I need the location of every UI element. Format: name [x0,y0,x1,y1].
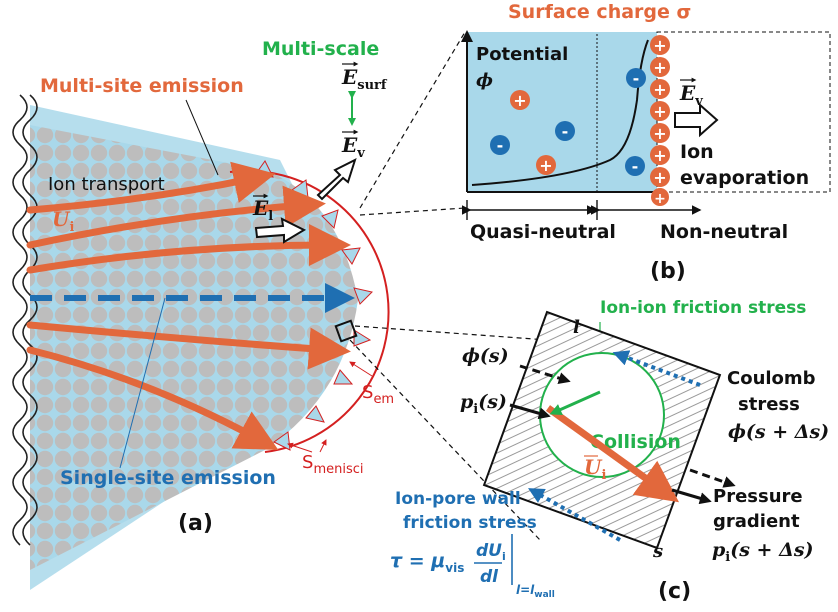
s-menisci-leader-2 [287,442,313,453]
svg-text:-: - [633,69,640,88]
wall-friction-label-1: Ion-pore wall [395,489,521,509]
svg-text:+: + [653,124,666,143]
phi-ds-arrow [689,468,736,488]
coulomb-label: Coulomb [727,368,816,389]
svg-text:-: - [562,122,569,141]
svg-text:+: + [653,58,666,77]
svg-text:dl: dl [480,567,499,587]
stress-label: stress [738,394,800,415]
panel-b: Surface charge σ Potential ϕ + - - + - - [461,1,831,284]
phi-s-label: ϕ(s) [462,345,509,367]
friction-green-arrow [549,390,601,416]
b-e-v-label: Ev [679,81,703,109]
pressure-label: Pressure [713,486,803,507]
non-neutral-label: Non-neutral [660,221,788,243]
single-site-emission-label: Single-site emission [60,467,276,489]
svg-text:dUi: dUi [476,541,506,563]
meniscus-outline [229,169,390,453]
svg-text:+: + [654,191,666,207]
phi-label: ϕ [476,70,493,91]
p-s-label: pi(s) [460,391,507,417]
u-i-label: Ui [52,207,74,235]
quasi-neutral-label: Quasi-neutral [470,221,616,243]
p-s-arrow [509,403,551,420]
s-em-label: Sem [362,382,394,407]
b-hollow-arrow [674,102,719,138]
svg-text:-: - [497,136,504,155]
multi-scale-label: Multi-scale [262,38,379,60]
e-surf-label: Esurf [341,65,388,93]
evaporation-label: evaporation [680,167,809,189]
ion-label: Ion [680,141,714,163]
s-menisci-label: Smenisci [302,452,363,477]
phi-ds-label: ϕ(s + Δs) [728,421,829,443]
wall-friction-bottom [528,488,621,542]
svg-text:+: + [513,91,526,110]
panel-b-label: (b) [650,259,686,284]
axis-l-label: l [573,317,580,338]
svg-text:τ = μvis: τ = μvis [390,550,464,575]
multi-site-emission-label: Multi-site emission [40,75,244,97]
axis-s-label: s [652,541,663,562]
multi-site-leader [185,99,219,176]
zoom-box-c [334,319,358,343]
bulk-ions: + - - + - - [490,68,646,176]
panel-a: Multi-site emission Multi-scale Ion tran… [12,38,394,590]
wavy-edge-2 [22,94,38,546]
wall-friction-top [612,350,701,387]
svg-text:+: + [653,146,666,165]
panel-a-label: (a) [178,511,213,536]
svg-text:+: + [653,80,666,99]
panel-c-label: (c) [658,579,691,604]
gradient-label: gradient [713,511,800,532]
s-menisci-leader-1 [319,439,327,453]
ion-ion-friction-label: Ion-ion friction stress [600,298,806,318]
surface-charges: + + + + + + + + [650,35,670,207]
s-em-leader [349,361,373,377]
e-l-hollow-arrow [254,217,307,244]
single-site-leader [119,297,166,469]
wavy-edge [12,94,28,546]
collision-label: Collision [590,431,681,453]
phi-s-arrow [519,364,571,384]
e-l-label: El [252,196,273,224]
vacuum-box [656,31,831,193]
svg-text:-: - [632,157,639,176]
svg-text:+: + [653,36,666,55]
wall-friction-label-2: friction stress [403,513,537,533]
tau-formula: τ = μvis dUi dl l=lwall [390,534,555,600]
svg-text:+: + [539,156,552,175]
e-v-hollow-arrow [316,158,357,201]
potential-label: Potential [476,44,568,65]
panel-c: Ion-ion friction stress Collision Ui ϕ(s… [390,298,829,604]
svg-text:+: + [653,168,666,187]
surface-charge-label: Surface charge σ [508,1,691,23]
e-v-label: Ev [341,133,365,161]
svg-text:+: + [653,102,666,121]
u-i-velocity-arrow [545,405,680,503]
c-u-i-label: Ui [584,455,606,483]
ion-transport-label: Ion transport [48,174,165,195]
p-ds-arrow [671,488,712,505]
p-ds-label: pi(s + Δs) [712,539,814,565]
svg-text:l=lwall: l=lwall [516,583,555,600]
